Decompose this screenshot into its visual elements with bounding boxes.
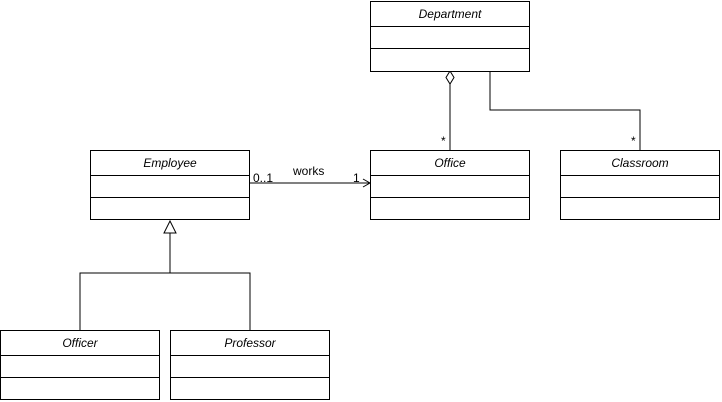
class-department[interactable]: Department: [370, 1, 530, 72]
class-employee-attributes: [91, 176, 249, 198]
class-office-name: Office: [371, 151, 529, 176]
class-office[interactable]: Office: [370, 150, 530, 220]
generalization-employee[interactable]: [79, 219, 251, 330]
class-classroom-attributes: [561, 176, 719, 198]
class-department-operations: [371, 49, 529, 69]
multiplicity-employee-end: 0..1: [253, 171, 274, 185]
class-professor-operations: [171, 378, 329, 398]
class-officer-attributes: [1, 356, 159, 378]
class-classroom[interactable]: Classroom: [560, 150, 720, 220]
class-department-attributes: [371, 27, 529, 49]
class-officer-operations: [1, 378, 159, 398]
class-professor[interactable]: Professor: [170, 330, 330, 400]
association-department-classroom[interactable]: [489, 71, 641, 150]
class-classroom-operations: [561, 198, 719, 218]
class-classroom-name: Classroom: [561, 151, 719, 176]
class-professor-attributes: [171, 356, 329, 378]
class-professor-name: Professor: [171, 331, 329, 356]
multiplicity-office-aggregation: *: [441, 134, 446, 148]
class-employee-name: Employee: [91, 151, 249, 176]
class-office-attributes: [371, 176, 529, 198]
association-works-label: works: [293, 164, 325, 178]
class-department-name: Department: [371, 2, 529, 27]
class-officer-name: Officer: [1, 331, 159, 356]
aggregation-department-office[interactable]: [445, 70, 455, 150]
class-employee-operations: [91, 198, 249, 218]
class-officer[interactable]: Officer: [0, 330, 160, 400]
multiplicity-classroom: *: [631, 134, 636, 148]
class-employee[interactable]: Employee: [90, 150, 250, 220]
class-office-operations: [371, 198, 529, 218]
aggregation-diamond-icon: [445, 70, 455, 85]
multiplicity-office-end: 1: [353, 171, 360, 185]
inheritance-triangle-icon: [163, 219, 177, 234]
